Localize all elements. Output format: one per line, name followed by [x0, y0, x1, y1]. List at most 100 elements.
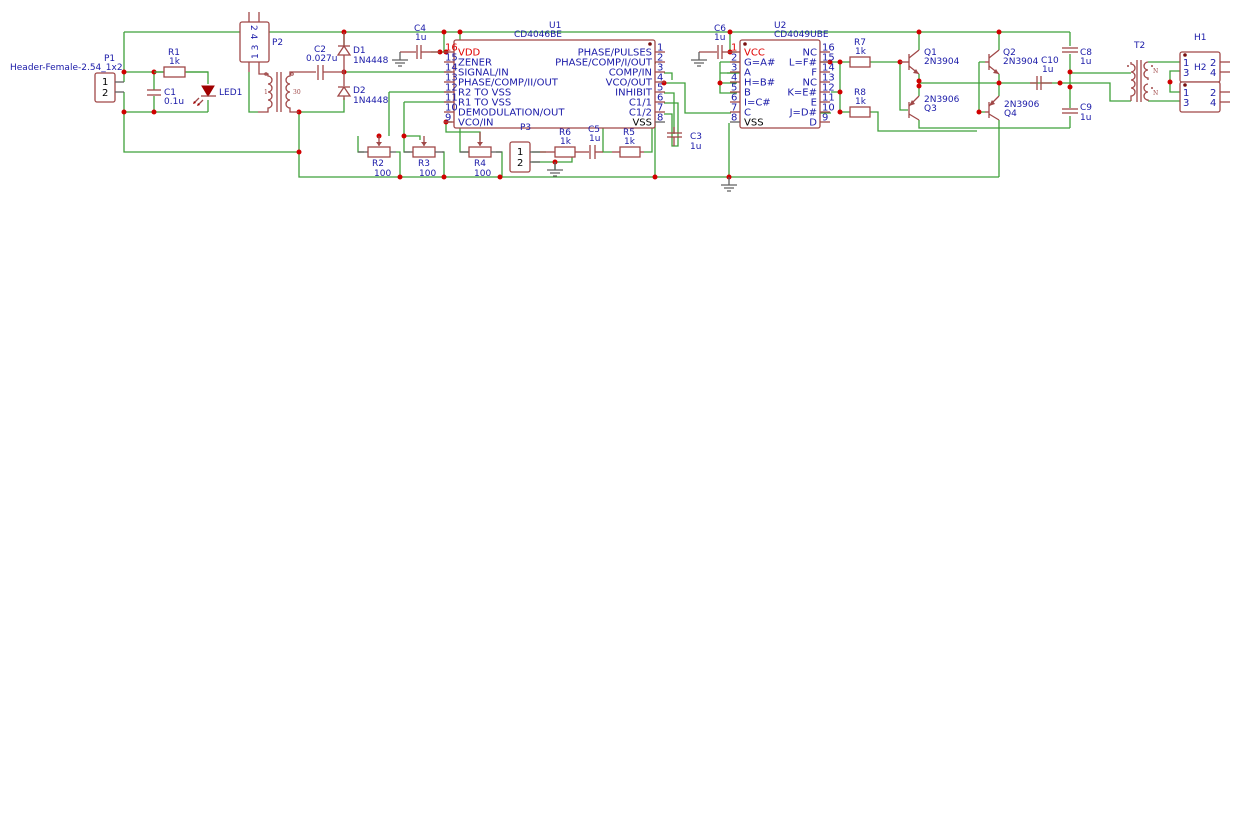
pin-name: D [809, 118, 817, 129]
pin-name: VCO/OUT [606, 78, 653, 89]
resistor-r5[interactable]: R5 1k [612, 128, 644, 158]
capacitor-c8[interactable]: C8 1u [1062, 47, 1092, 67]
transistor-q3[interactable]: 2N3906 Q3 [908, 95, 960, 121]
h1-ref: H1 [1194, 33, 1207, 43]
pin-name: VCC [744, 48, 765, 59]
t2-primary-coil [1130, 62, 1136, 101]
p3-ref: P3 [520, 123, 531, 133]
r4-ref: R4 [474, 159, 486, 169]
ic-pin: 2 PHASE/COMP/I/OUT [555, 53, 665, 69]
q1-value: 2N3904 [924, 57, 960, 67]
resistor-r6[interactable]: R6 1k [540, 128, 589, 158]
wire [664, 72, 673, 80]
transistor-q1[interactable]: Q1 2N3904 [900, 48, 960, 75]
t1-primary-turns: 1 [264, 89, 268, 96]
diode-d1[interactable]: D1 1N4448 [336, 32, 389, 72]
p2-pins-bottom: 1 3 [251, 45, 261, 59]
ground-icon [721, 177, 737, 192]
pin-name: H=B# [744, 78, 775, 89]
npn-arrow-icon [913, 69, 919, 74]
h1-body-bottom [1179, 81, 1221, 113]
p2-body [239, 21, 270, 63]
r7-value: 1k [855, 47, 867, 57]
connector-p1[interactable]: 1 2 P1 Header-Female-2.54_1x2 [10, 54, 124, 103]
r6-ref: R6 [559, 128, 571, 138]
led-led1[interactable]: LED1 [193, 85, 242, 106]
d1-ref: D1 [353, 46, 366, 56]
capacitor-c9[interactable]: C9 1u [1062, 103, 1092, 123]
pin-number: 7 [657, 103, 663, 114]
capacitor-c10[interactable]: C10 1u [1030, 56, 1059, 90]
pin-number: 14 [445, 63, 458, 74]
transformer-t1[interactable]: 1 30 [258, 71, 316, 113]
resistor-r8[interactable]: R8 1k [849, 88, 871, 118]
pin-name: NC [803, 48, 817, 59]
pin-name: DEMODULATION/OUT [458, 108, 565, 119]
pin-number: 5 [657, 83, 663, 94]
wire [186, 71, 209, 112]
connector-h1[interactable]: H1 1 3 2 4 H2 1 3 2 4 [1179, 33, 1230, 113]
junction [457, 29, 463, 35]
q2-value: 2N3904 [1003, 57, 1039, 67]
junction [401, 133, 407, 139]
potentiometer-r3[interactable]: R3 100 [404, 136, 444, 179]
pin-number: 6 [657, 93, 663, 104]
capacitor-c6[interactable]: C6 1u [691, 24, 730, 67]
resistor-r7[interactable]: R7 1k [849, 38, 871, 68]
ic-pin: 10J=D# [789, 103, 835, 119]
resistor-r1[interactable]: R1 1k [154, 48, 186, 78]
t2-winding-label: N [1153, 68, 1158, 75]
potentiometer-r4[interactable]: R4 100 [460, 132, 502, 179]
r2-ref: R2 [372, 159, 384, 169]
potentiometer-r2[interactable]: R2 100 [358, 136, 396, 179]
r5-ref: R5 [623, 128, 635, 138]
c10-value: 1u [1042, 65, 1053, 75]
pin-number: 12 [445, 83, 458, 94]
p2-ref: P2 [272, 38, 283, 48]
c3-value: 1u [690, 142, 701, 152]
ground-icon [547, 162, 563, 177]
capacitor-c1[interactable]: C1 0.1u [147, 88, 184, 107]
capacitor-c4[interactable]: C4 1u [392, 24, 440, 67]
capacitor-c3[interactable]: C3 1u [667, 127, 702, 152]
r4-body [468, 146, 492, 158]
pin-number: 2 [657, 53, 663, 64]
transistor-q4[interactable]: 2N3906 Q4 [985, 95, 1040, 121]
r2-value: 100 [374, 169, 391, 179]
capacitor-c5[interactable]: C5 1u [588, 125, 603, 159]
c6-value: 1u [714, 33, 725, 43]
transformer-t2[interactable]: T2 N N [1127, 41, 1158, 102]
connector-p2[interactable]: 2 4 1 3 P2 [239, 12, 283, 72]
q4-ref: Q4 [1004, 109, 1017, 119]
wire [918, 32, 1070, 129]
ic-pin: 11E [811, 93, 835, 109]
r8-ref: R8 [854, 88, 866, 98]
pin-name: C1/2 [629, 108, 652, 119]
r4-value: 100 [474, 169, 491, 179]
junction [151, 109, 157, 115]
ic-pin: 15L=F# [789, 53, 835, 69]
pin-name: PHASE/COMP/I/OUT [555, 58, 653, 69]
t2-winding-label: N [1153, 90, 1158, 97]
capacitor-c2[interactable]: C2 0.027u [306, 45, 344, 80]
wire [248, 72, 258, 113]
u2-ref: U2 [774, 21, 786, 31]
transistor-q2[interactable]: Q2 2N3904 [985, 48, 1039, 75]
diode-d2[interactable]: D2 1N4448 [336, 72, 389, 106]
c5-ref: C5 [588, 125, 600, 135]
junction [916, 29, 922, 35]
connector-p3[interactable]: 1 2 P3 [509, 123, 540, 173]
junction [397, 174, 403, 180]
junction [837, 109, 843, 115]
wire [1148, 61, 1180, 102]
